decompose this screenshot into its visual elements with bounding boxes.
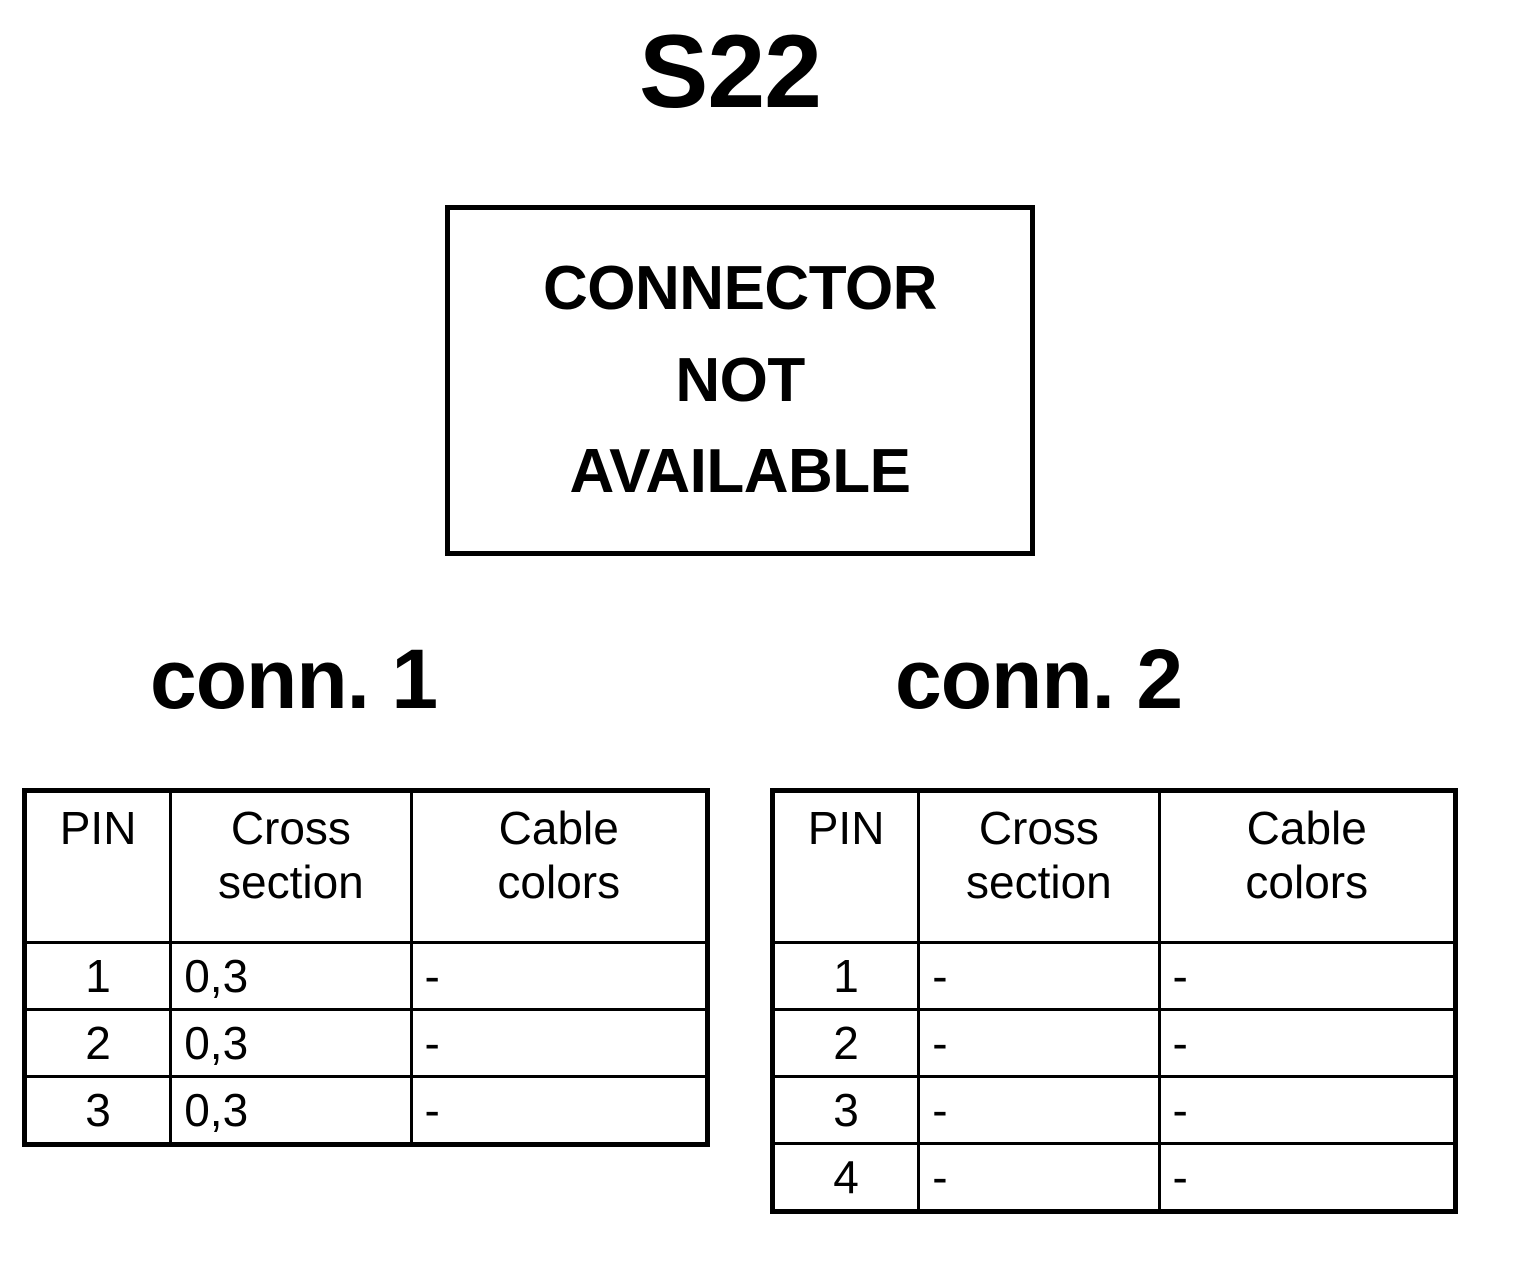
cell-cable-colors: - [1157, 941, 1458, 1011]
cell-cable-colors: - [409, 1075, 710, 1146]
connector-box-line-1: CONNECTOR [543, 253, 937, 323]
table-row: 4 - - [770, 1142, 1458, 1213]
column-header-cross-section: Cross section [169, 789, 413, 944]
cell-cable-colors: - [1157, 1008, 1458, 1078]
cell-pin: 4 [770, 1142, 921, 1213]
connector-not-available-box: CONNECTOR NOT AVAILABLE [445, 205, 1035, 556]
column-header-cable-colors: Cable colors [1157, 789, 1458, 944]
column-header-cable-colors: Cable colors [409, 789, 710, 944]
column-header-cable-colors-line-1: Cable [1246, 802, 1367, 854]
cell-pin: 2 [770, 1008, 921, 1078]
table-row: 3 - - [770, 1075, 1458, 1145]
column-header-cross-section-line-2: section [966, 856, 1112, 909]
cell-cable-colors: - [409, 1008, 710, 1078]
conn-2-heading: conn. 2 [895, 632, 1183, 726]
column-header-pin: PIN [22, 789, 173, 944]
column-header-cable-colors-line-1: Cable [498, 802, 619, 854]
cell-cross-section: - [917, 1075, 1161, 1145]
table-row: 1 0,3 - [22, 941, 710, 1011]
cell-cable-colors: - [409, 941, 710, 1011]
cell-cross-section: 0,3 [169, 941, 413, 1011]
cell-cable-colors: - [1157, 1142, 1458, 1213]
cell-pin: 1 [770, 941, 921, 1011]
table-row: 2 - - [770, 1008, 1458, 1078]
connector-box-line-2: NOT [675, 345, 805, 415]
connector-box-line-3: AVAILABLE [569, 437, 911, 507]
cell-pin: 2 [22, 1008, 173, 1078]
column-header-cross-section-line-2: section [218, 856, 364, 909]
cell-pin: 1 [22, 941, 173, 1011]
cell-pin: 3 [770, 1075, 921, 1145]
conn-2-pin-table: PIN Cross section Cable colors 1 - - 2 -… [770, 788, 1458, 1214]
table-row: 2 0,3 - [22, 1008, 710, 1078]
table-header-row: PIN Cross section Cable colors [770, 789, 1458, 944]
page-title: S22 [638, 14, 822, 130]
conn-1-pin-table: PIN Cross section Cable colors 1 0,3 - 2… [22, 788, 710, 1147]
table-row: 1 - - [770, 941, 1458, 1011]
column-header-cross-section: Cross section [917, 789, 1161, 944]
cell-cross-section: 0,3 [169, 1075, 413, 1146]
column-header-pin: PIN [770, 789, 921, 944]
table-row: 3 0,3 - [22, 1075, 710, 1146]
cell-cross-section: - [917, 1008, 1161, 1078]
column-header-cross-section-line-1: Cross [978, 802, 1099, 854]
cell-pin: 3 [22, 1075, 173, 1146]
table-header-row: PIN Cross section Cable colors [22, 789, 710, 944]
cell-cross-section: - [917, 1142, 1161, 1213]
column-header-cable-colors-line-2: colors [497, 856, 621, 909]
column-header-cable-colors-line-2: colors [1245, 856, 1369, 909]
column-header-cross-section-line-1: Cross [230, 802, 351, 854]
cell-cross-section: 0,3 [169, 1008, 413, 1078]
cell-cable-colors: - [1157, 1075, 1458, 1145]
cell-cross-section: - [917, 941, 1161, 1011]
conn-1-heading: conn. 1 [150, 632, 438, 726]
